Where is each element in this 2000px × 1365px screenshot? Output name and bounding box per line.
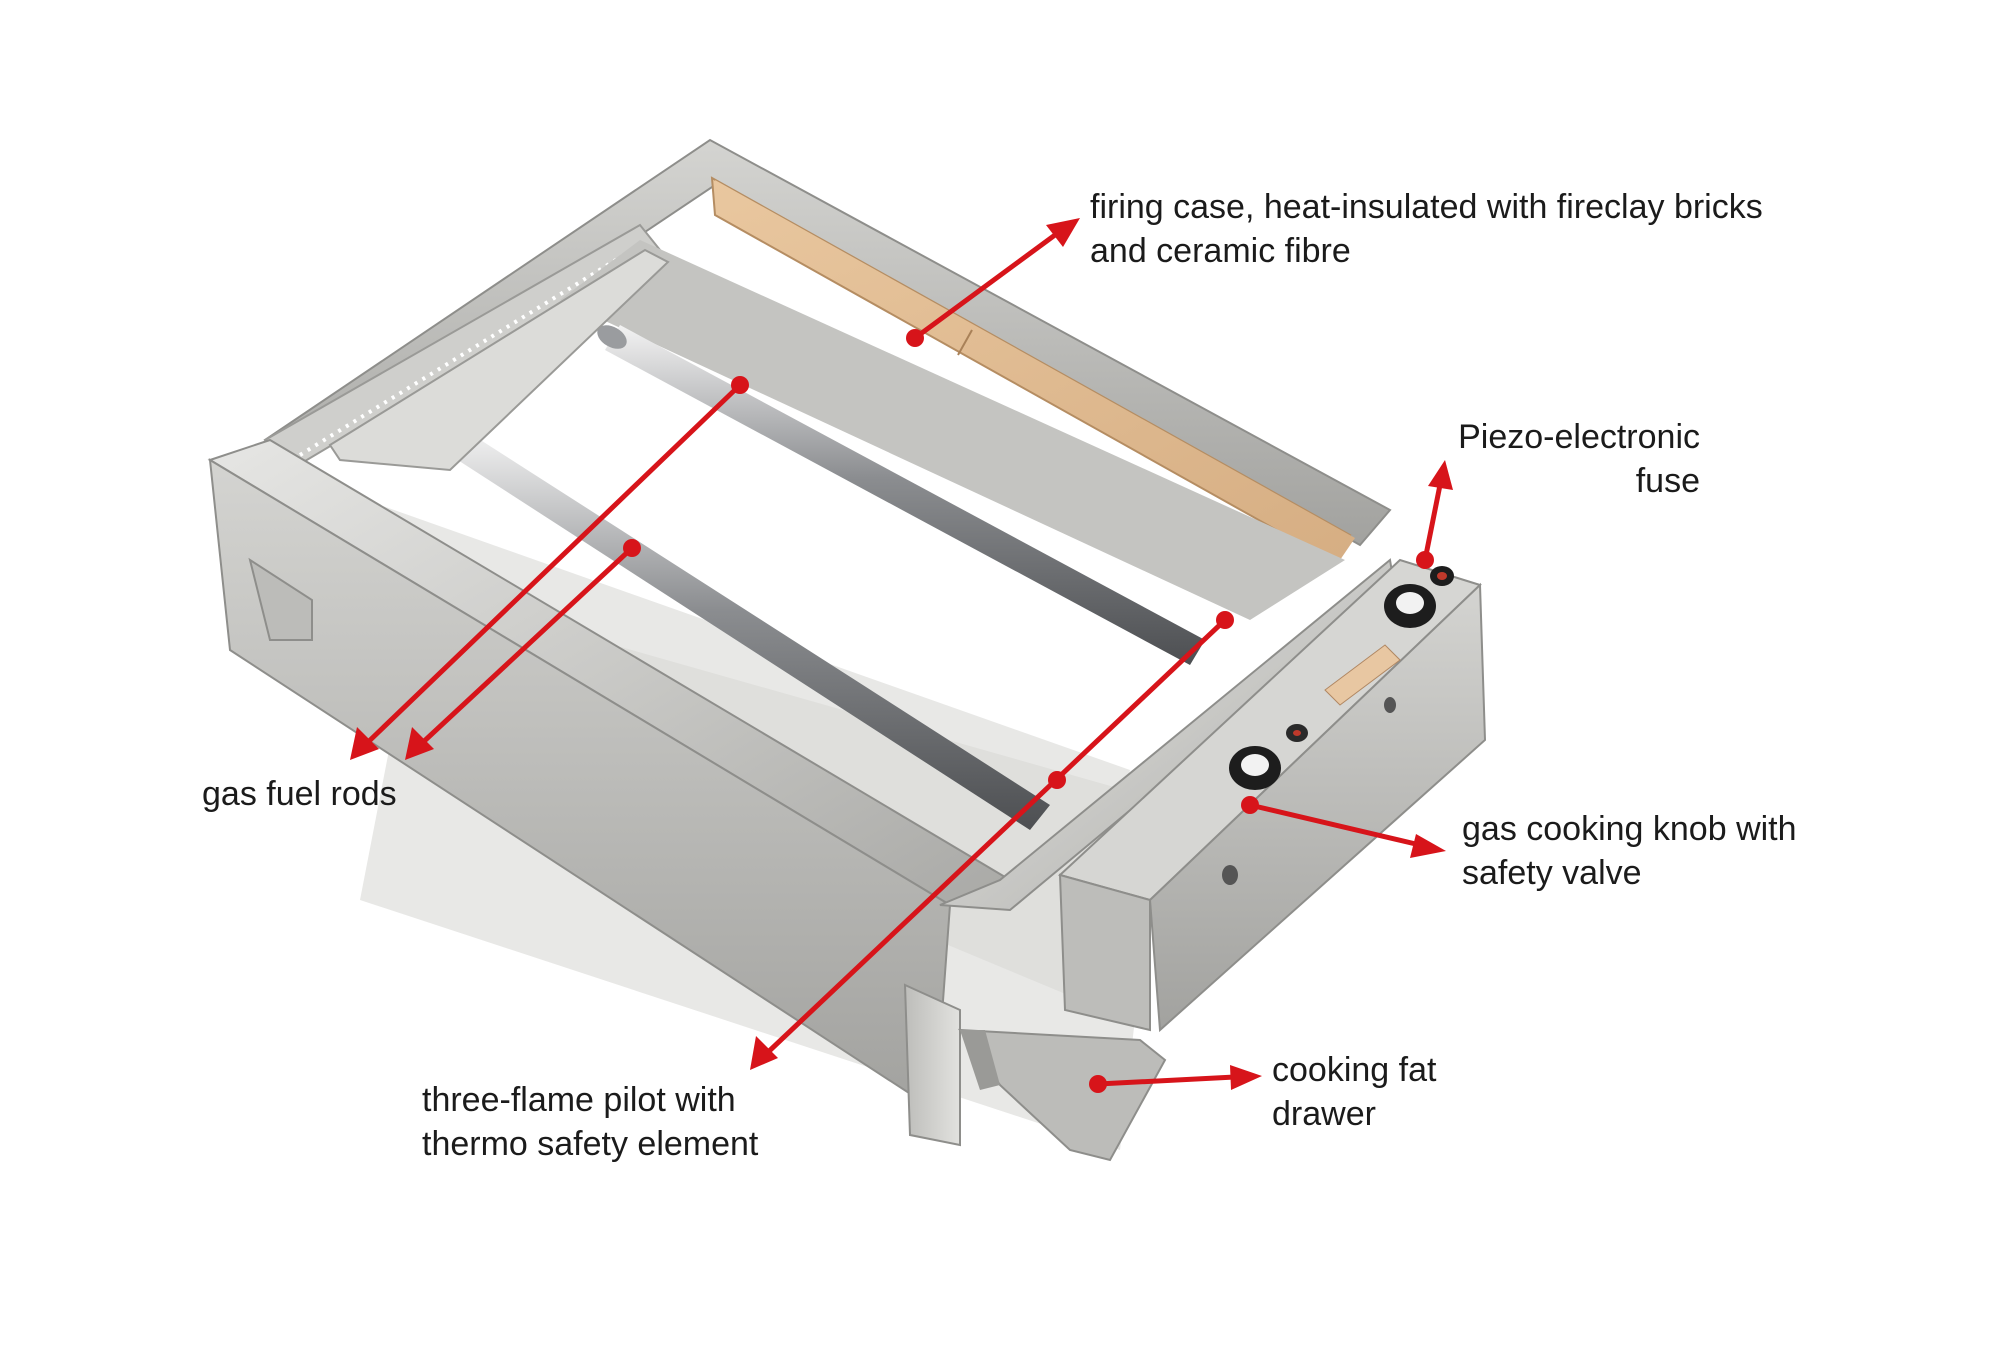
label-firing-case-line1: firing case, heat-insulated with firecla… — [1090, 188, 1763, 226]
callout-gas-rod-2 — [405, 539, 641, 760]
perforation-row — [298, 243, 642, 457]
cooking-knob-rear — [1384, 584, 1436, 628]
label-gas-cooking-knob: gas cooking knob with safety valve — [1462, 807, 1797, 895]
gas-fuel-rod-upper — [597, 325, 1205, 665]
callout-gas-knob — [1241, 796, 1446, 858]
piezo-button — [1430, 566, 1454, 586]
callout-firing-case — [906, 218, 1080, 347]
front-leg — [903, 983, 961, 1147]
label-pilot-line2: thermo safety element — [422, 1125, 759, 1163]
deflector-plate — [328, 248, 670, 472]
side-hole — [1384, 697, 1396, 713]
label-pilot: three-flame pilot with thermo safety ele… — [422, 1078, 758, 1166]
label-fat-drawer: cooking fat drawer — [1272, 1048, 1436, 1136]
control-box-front — [1058, 873, 1151, 1032]
indicator-light — [1286, 724, 1308, 742]
label-firing-case-line2: and ceramic fibre — [1090, 232, 1351, 270]
label-firing-case: firing case, heat-insulated with firecla… — [1090, 185, 1763, 273]
callout-pilot-1 — [750, 611, 1234, 1070]
brick-joint — [957, 329, 973, 356]
callout-pilot-2 — [1048, 771, 1066, 789]
front-hole — [1222, 865, 1238, 885]
label-gas-cooking-knob-line2: safety valve — [1462, 854, 1642, 892]
label-gas-fuel-rods: gas fuel rods — [202, 772, 397, 816]
label-fat-drawer-line1: cooking fat — [1272, 1051, 1437, 1089]
label-pilot-line1: three-flame pilot with — [422, 1081, 736, 1119]
label-fat-drawer-line2: drawer — [1272, 1095, 1376, 1133]
cooking-knob-front — [1229, 746, 1281, 790]
left-leg — [248, 557, 313, 641]
fireclay-brick-panel-face — [715, 180, 1355, 560]
label-piezo-fuse-line1: Piezo-electronic — [1458, 418, 1700, 456]
label-gas-fuel-rods-line1: gas fuel rods — [202, 775, 397, 813]
warning-plate — [1324, 644, 1401, 706]
label-gas-cooking-knob-line1: gas cooking knob with — [1462, 810, 1797, 848]
callout-gas-rod-1 — [350, 376, 749, 760]
control-box-side — [1148, 582, 1487, 1033]
inner-floor — [560, 240, 1345, 620]
callout-piezo-fuse — [1416, 460, 1453, 569]
label-piezo-fuse: Piezo-electronic fuse — [1380, 415, 1700, 503]
label-piezo-fuse-line2: fuse — [1635, 462, 1700, 500]
fat-drawer-lip — [960, 1030, 1000, 1090]
callout-fat-drawer — [1089, 1065, 1262, 1093]
